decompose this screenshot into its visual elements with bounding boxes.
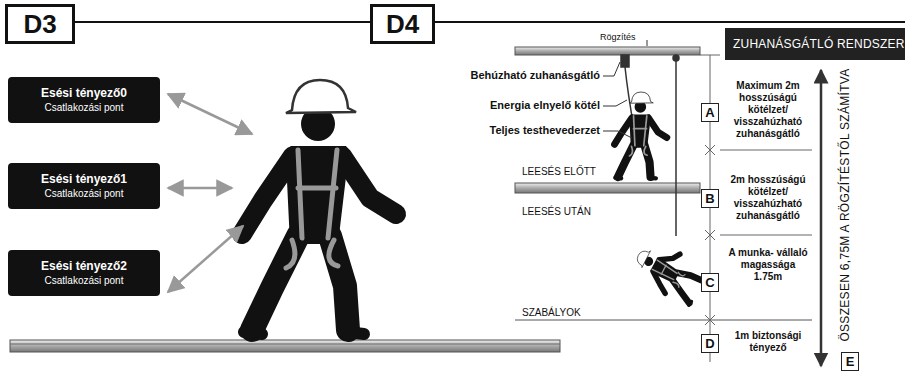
box-title: A [704, 104, 716, 121]
state-label: LEESÉS UTÁN [522, 206, 591, 218]
box-title: D [704, 335, 716, 352]
fall-factor-box: Esési tényező0Csatlakozási pont [8, 77, 160, 123]
title-band: ZUHANÁSGÁTLÓ RENDSZER [725, 28, 905, 60]
ground-beam [10, 340, 560, 352]
box-title: Esési tényező2 [14, 259, 154, 274]
callout-letter: D [701, 334, 719, 353]
box-title: E [844, 353, 856, 370]
anchor-beam [515, 47, 700, 55]
callout-letter: B [701, 189, 719, 208]
fall-factor-box: Esési tényező1Csatlakozási pont [8, 163, 160, 209]
header-box: D3 [5, 4, 75, 44]
leader-line [603, 62, 632, 138]
platform-beam [515, 183, 700, 193]
state-label: SZABÁLYOK [522, 307, 581, 319]
box-title: ZUHANÁSGÁTLÓ RENDSZER [733, 28, 897, 60]
callout-letter: A [701, 103, 719, 122]
box-title: B [704, 190, 716, 207]
box-subtitle: Csatlakozási pont [14, 274, 154, 287]
box-title: C [704, 274, 716, 291]
box-subtitle: Csatlakozási pont [14, 187, 154, 200]
state-label: LEESÉS ELŐTT [522, 166, 596, 178]
rule-line [515, 320, 812, 321]
callout-letter: E [841, 352, 859, 371]
dimension-note: Maximum 2m hosszúságú kötélzet/ visszahú… [727, 80, 809, 140]
box-subtitle: Csatlakozási pont [14, 101, 154, 114]
dimension-note: 2m hosszúságú kötélzet/ visszahúzható zu… [727, 174, 809, 222]
ground-beam-edge [10, 344, 560, 345]
header-box: D4 [370, 4, 435, 44]
header-rule [75, 21, 905, 23]
dimension-note: 1m biztonsági tényező [727, 330, 809, 354]
anchor-tick [647, 40, 648, 46]
anchor-label: Rögzítés [600, 32, 636, 43]
falling-worker [628, 237, 708, 306]
box-title: D4 [377, 7, 428, 41]
fall-factor-box: Esési tényező2Csatlakozási pont [8, 250, 160, 296]
part-label: Energia elnyelő kötél [490, 99, 600, 112]
total-arrow [820, 70, 823, 366]
callout-letter: C [701, 273, 719, 292]
box-title: Esési tényező0 [14, 86, 154, 101]
box-title: Esési tényező1 [14, 172, 154, 187]
part-label: Behúzható zuhanásgátló [470, 69, 600, 82]
worker-figure [615, 92, 667, 178]
box-title: D3 [12, 7, 68, 41]
worker-figure [242, 80, 396, 334]
total-dimension: ÖSSZESEN 6,75M A RÖGZÍTÉSTŐL SZÁMÍTVA [838, 68, 852, 341]
dimension-note: A munka- vállaló magassága 1.75m [727, 247, 809, 283]
pointer-arrow [168, 94, 252, 292]
part-label: Teljes testhevederzet [490, 124, 600, 137]
dimension-line [700, 55, 812, 362]
